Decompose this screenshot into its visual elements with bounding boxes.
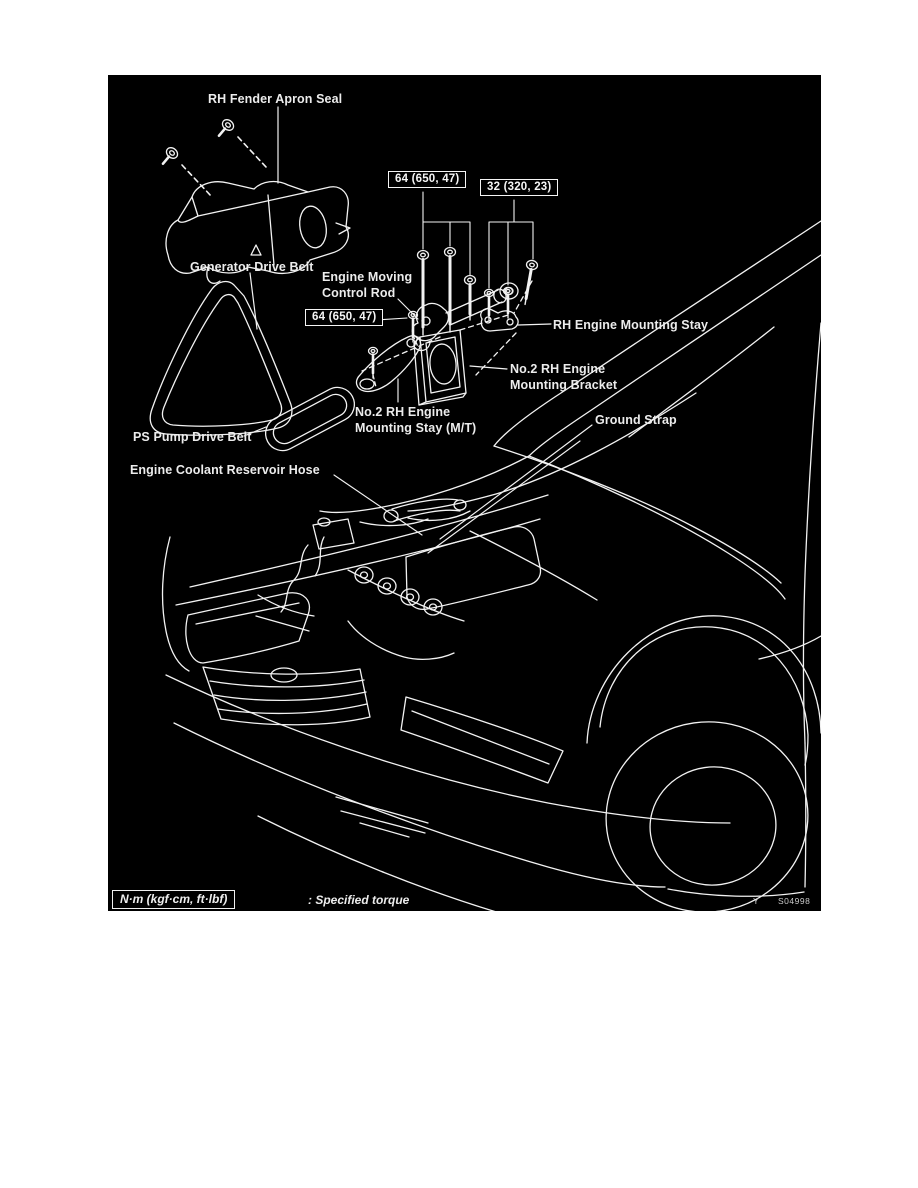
torque-box-upper-left: 64 (650, 47): [388, 171, 467, 188]
fender-apron-seal-drawing: [157, 106, 351, 284]
diagram-panel: RH Fender Apron Seal Generator Drive Bel…: [108, 75, 821, 911]
engine-moving-control-rod-drawing: [411, 282, 519, 352]
label-generator-drive-belt: Generator Drive Belt: [190, 260, 314, 274]
legend-caption: : Specified torque: [308, 893, 410, 907]
figure-code-prefix: Y: [753, 896, 760, 906]
torque-box-upper-right: 32 (320, 23): [480, 179, 559, 196]
car-body-drawing: [161, 220, 821, 911]
label-engine-coolant-reservoir-hose: Engine Coolant Reservoir Hose: [130, 463, 320, 477]
rh-engine-mounting-stay-drawing: [480, 307, 519, 332]
generator-drive-belt-drawing: [149, 272, 293, 436]
label-engine-moving-control-rod: Engine Moving Control Rod: [322, 270, 413, 300]
label-rh-engine-mounting-stay: RH Engine Mounting Stay: [553, 318, 709, 332]
assembly-dashed-lines: [361, 280, 533, 376]
no2-rh-engine-mounting-bracket-drawing: [413, 329, 467, 406]
label-ps-pump-drive-belt: PS Pump Drive Belt: [133, 430, 252, 444]
figure-code: S04998: [778, 896, 811, 906]
torque-box-control-rod-front: 64 (650, 47): [305, 309, 384, 326]
label-rh-fender-apron-seal: RH Fender Apron Seal: [208, 92, 343, 106]
torque-leader-lines: [375, 191, 534, 321]
label-ground-strap: Ground Strap: [595, 413, 677, 427]
legend-torque-units-box: N·m (kgf·cm, ft·lbf): [112, 890, 236, 909]
label-no2-rh-engine-mounting-stay-mt: No.2 RH Engine Mounting Stay (M/T): [355, 405, 477, 435]
diagram-line-art: [149, 106, 821, 911]
engine-bay-drawing: [255, 498, 598, 660]
ps-pump-drive-belt-drawing: [243, 386, 356, 452]
label-no2-rh-engine-mounting-bracket: No.2 RH Engine Mounting Bracket: [510, 362, 618, 392]
no2-rh-engine-mounting-stay-mt-drawing: [355, 335, 422, 393]
